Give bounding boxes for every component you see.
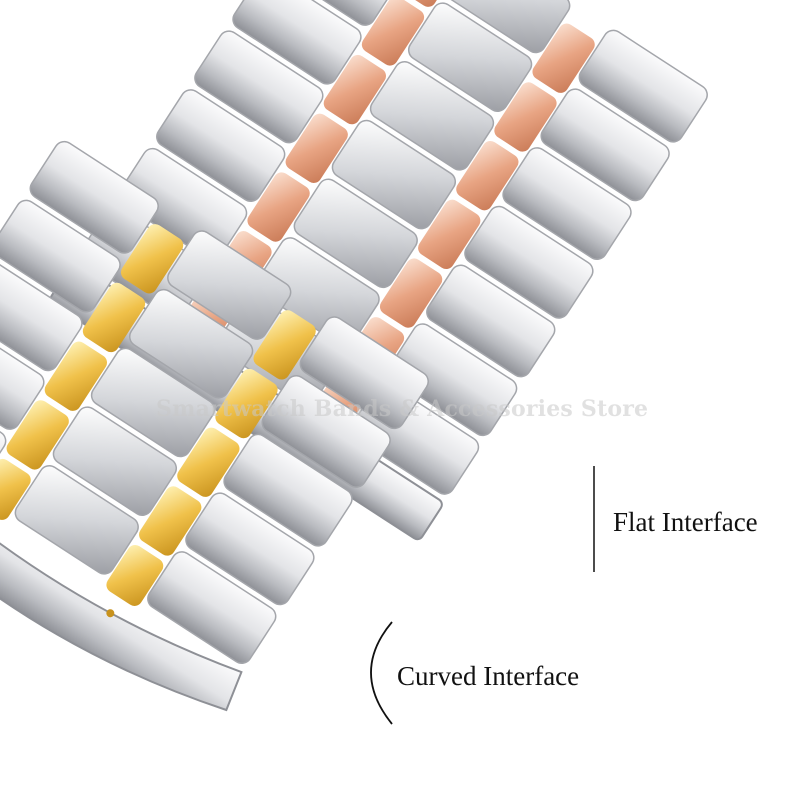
center-links-lower: [14, 230, 292, 575]
gold-links: [0, 224, 316, 606]
curved-interface-label: Curved Interface: [397, 661, 580, 691]
gold-dot: [106, 609, 115, 618]
curved-end-link: [0, 429, 243, 712]
outer-links-right: [349, 29, 708, 495]
curved-interface-bracelet: [0, 140, 429, 712]
flat-interface-label: Flat Interface: [613, 507, 758, 537]
curved-bracket: [370, 621, 393, 725]
watermark: Smartwatch Bands & Accessories Store: [156, 396, 649, 422]
outer-links-left-lower: [0, 140, 159, 489]
outer-links-right-lower: [147, 316, 429, 664]
